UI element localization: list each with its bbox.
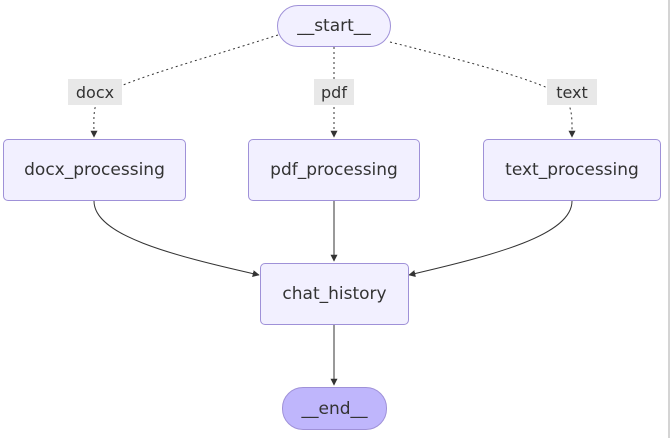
node-pdf-processing[interactable]: pdf_processing — [248, 139, 420, 201]
edge-label-docx: docx — [68, 79, 122, 105]
node-end[interactable]: __end__ — [282, 387, 387, 430]
node-docx-processing[interactable]: docx_processing — [3, 139, 186, 201]
edge-docx-to-chat-history — [93, 200, 260, 278]
edge-label-text: text — [547, 79, 597, 105]
node-start[interactable]: __start__ — [277, 5, 391, 47]
edge-label-pdf: pdf — [314, 79, 354, 105]
node-chat-history[interactable]: chat_history — [260, 263, 409, 325]
edge-start-to-text — [389, 41, 576, 138]
right-border-rule — [668, 0, 670, 438]
edge-text-to-chat-history — [408, 200, 573, 277]
node-text-processing[interactable]: text_processing — [483, 139, 661, 201]
